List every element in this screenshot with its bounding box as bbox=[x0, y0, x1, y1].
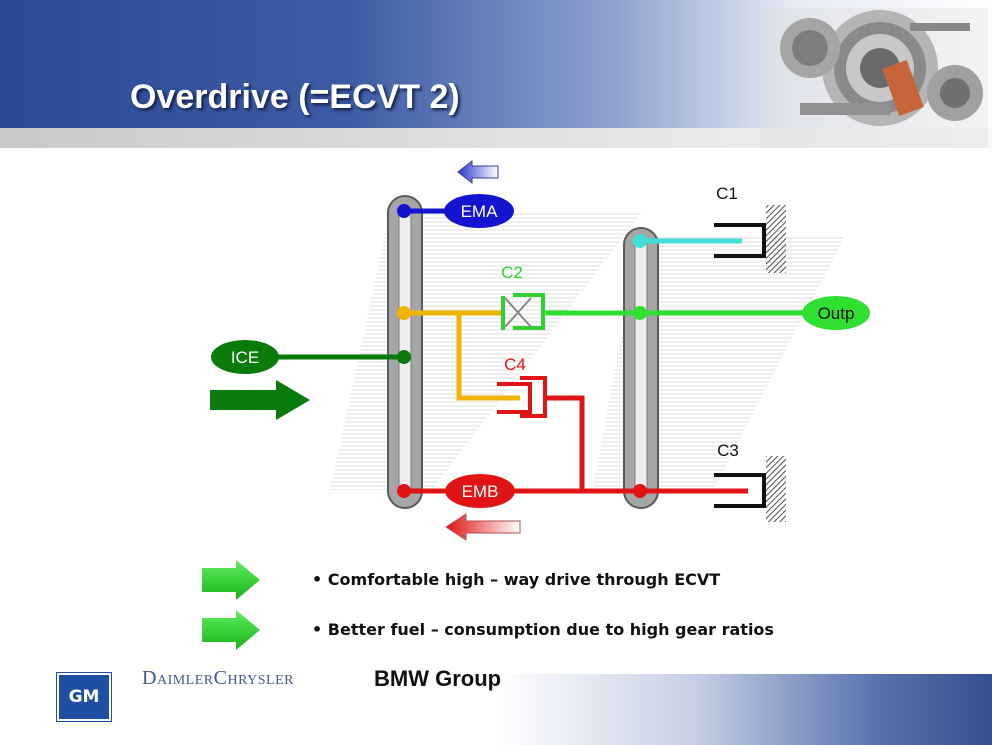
c4-label: C4 bbox=[504, 355, 526, 374]
ice-node bbox=[211, 340, 279, 374]
ema-joint bbox=[397, 204, 411, 218]
ring-to-c4 bbox=[456, 313, 520, 401]
emb-joint-left bbox=[397, 484, 411, 498]
green-arrow-icon bbox=[202, 560, 260, 600]
bullet-text: • Better fuel – consumption due to high … bbox=[312, 620, 774, 639]
c2-cross-b bbox=[504, 297, 532, 328]
c1-ground bbox=[766, 205, 786, 273]
outp-node bbox=[802, 296, 870, 330]
ice-label: ICE bbox=[231, 348, 259, 367]
emb-label: EMB bbox=[462, 482, 499, 501]
c3-ground bbox=[766, 456, 786, 522]
emb-joint-right bbox=[633, 484, 647, 498]
c4-to-emb bbox=[545, 395, 585, 491]
ice-direction-arrow bbox=[210, 380, 310, 420]
c3-label: C3 bbox=[717, 441, 739, 460]
bullet-item: • Better fuel – consumption due to high … bbox=[200, 610, 900, 660]
emb-node bbox=[445, 474, 515, 508]
footer-band bbox=[0, 674, 992, 745]
daimlerchrysler-logo: DAIMLERCHRYSLER bbox=[142, 667, 294, 689]
ema-direction-arrow bbox=[457, 159, 499, 185]
c3-clutch bbox=[714, 473, 766, 508]
ring-joint bbox=[397, 306, 411, 320]
emb-direction-arrow bbox=[445, 513, 521, 541]
c2-label: C2 bbox=[501, 263, 523, 282]
bullet-text: • Comfortable high – way drive through E… bbox=[312, 570, 721, 589]
header-rule bbox=[0, 128, 992, 148]
bmw-group-logo: BMW Group bbox=[374, 666, 502, 691]
outp-label: Outp bbox=[818, 304, 855, 323]
right-planetary-gear-inner bbox=[634, 239, 648, 497]
c4-clutch-inner bbox=[497, 382, 532, 414]
bullet-item: • Comfortable high – way drive through E… bbox=[200, 560, 900, 610]
c1-label: C1 bbox=[716, 184, 738, 203]
output-joint bbox=[633, 306, 647, 320]
transmission-cutaway-image bbox=[760, 8, 988, 148]
slide-title: Overdrive (=ECVT 2) bbox=[130, 78, 460, 116]
left-planetary-plane bbox=[330, 212, 642, 490]
ema-label: EMA bbox=[461, 202, 499, 221]
gm-logo: GM bbox=[57, 673, 111, 721]
c1-joint bbox=[633, 234, 647, 248]
bullet-list: • Comfortable high – way drive through E… bbox=[200, 560, 900, 660]
ema-node bbox=[444, 194, 514, 228]
ice-joint bbox=[397, 350, 411, 364]
c1-clutch bbox=[714, 223, 766, 258]
green-arrow-icon bbox=[202, 610, 260, 650]
